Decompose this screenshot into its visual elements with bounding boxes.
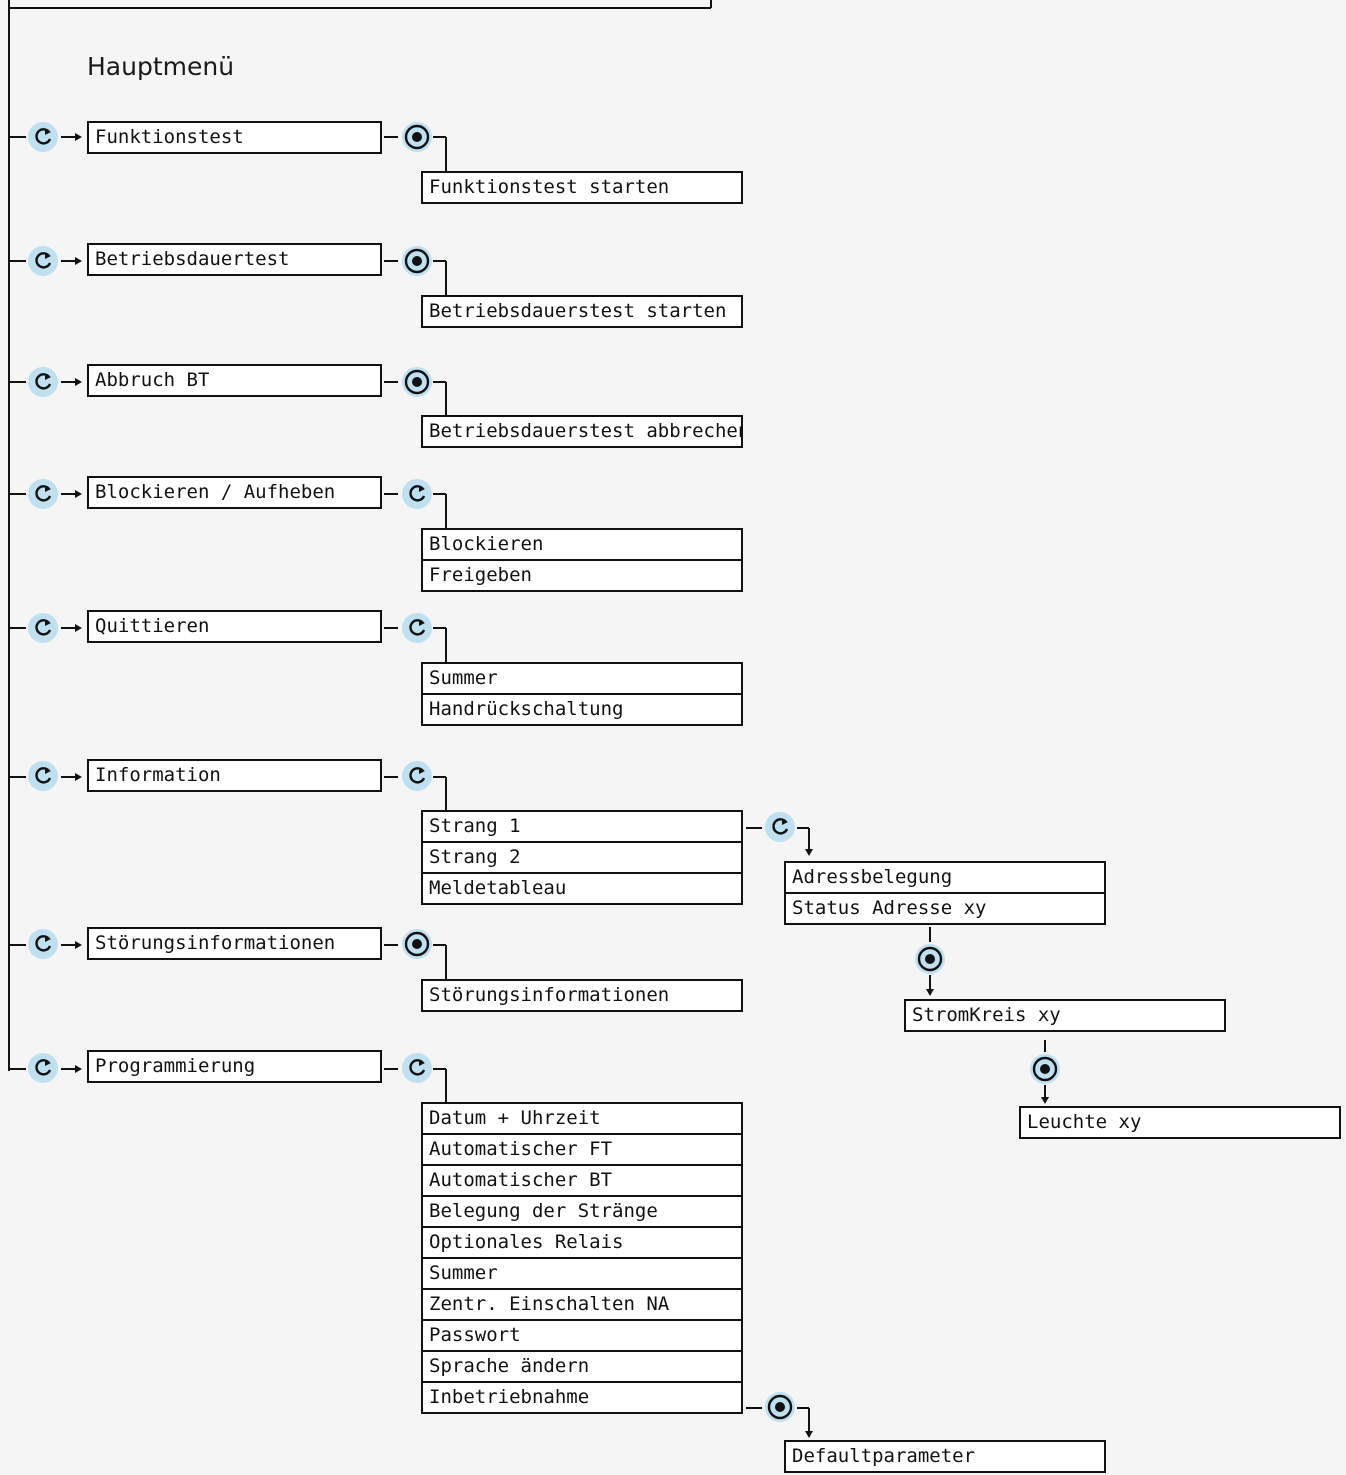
- submenu-item[interactable]: Störungsinformationen: [421, 979, 743, 1012]
- submenu-item[interactable]: Automatischer BT: [421, 1164, 743, 1197]
- select-icon[interactable]: [402, 367, 432, 397]
- submenu-item[interactable]: Inbetriebnahme: [421, 1381, 743, 1414]
- rotate-icon[interactable]: [28, 929, 58, 959]
- rotate-icon[interactable]: [28, 479, 58, 509]
- submenu-item[interactable]: Summer: [421, 1257, 743, 1290]
- menu-item-blockieren[interactable]: Blockieren / Aufheben: [87, 476, 382, 509]
- menu-item-information[interactable]: Information: [87, 759, 382, 792]
- submenu-item[interactable]: Sprache ändern: [421, 1350, 743, 1383]
- menu-item-programmierung[interactable]: Programmierung: [87, 1050, 382, 1083]
- submenu-blockieren: Blockieren Freigeben: [421, 528, 743, 592]
- submenu-item[interactable]: Summer: [421, 662, 743, 695]
- rotate-icon[interactable]: [402, 479, 432, 509]
- submenu-abbruch-bt: Betriebsdauerstest abbrechen: [421, 415, 743, 448]
- submenu-item[interactable]: Funktionstest starten: [421, 171, 743, 204]
- menu-item-stoerungsinformationen[interactable]: Störungsinformationen: [87, 927, 382, 960]
- rotate-icon[interactable]: [402, 761, 432, 791]
- submenu-item[interactable]: Status Adresse xy: [784, 892, 1106, 925]
- select-icon[interactable]: [915, 944, 945, 974]
- submenu-item[interactable]: Strang 1: [421, 810, 743, 843]
- select-icon[interactable]: [402, 122, 432, 152]
- menu-item-abbruch-bt[interactable]: Abbruch BT: [87, 364, 382, 397]
- submenu-item[interactable]: Meldetableau: [421, 872, 743, 905]
- page-title: Hauptmenü: [87, 52, 235, 81]
- submenu-strang: Adressbelegung Status Adresse xy: [784, 861, 1106, 925]
- rotate-icon[interactable]: [28, 122, 58, 152]
- rotate-icon[interactable]: [765, 812, 795, 842]
- select-icon[interactable]: [1030, 1054, 1060, 1084]
- submenu-item[interactable]: Adressbelegung: [784, 861, 1106, 894]
- menu-item-betriebsdauertest[interactable]: Betriebsdauertest: [87, 243, 382, 276]
- submenu-item[interactable]: Datum + Uhrzeit: [421, 1102, 743, 1135]
- submenu-item[interactable]: Betriebsdauerstest starten: [421, 295, 743, 328]
- rotate-icon[interactable]: [28, 246, 58, 276]
- submenu-item[interactable]: Zentr. Einschalten NA: [421, 1288, 743, 1321]
- rotate-icon[interactable]: [28, 367, 58, 397]
- select-icon[interactable]: [402, 246, 432, 276]
- submenu-item[interactable]: Freigeben: [421, 559, 743, 592]
- rotate-icon[interactable]: [402, 613, 432, 643]
- rotate-icon[interactable]: [402, 1053, 432, 1083]
- submenu-programmierung: Datum + Uhrzeit Automatischer FT Automat…: [421, 1102, 743, 1414]
- submenu-information: Strang 1 Strang 2 Meldetableau: [421, 810, 743, 905]
- submenu-defaultparameter[interactable]: Defaultparameter: [784, 1440, 1106, 1473]
- submenu-item[interactable]: Automatischer FT: [421, 1133, 743, 1166]
- submenu-item[interactable]: Handrückschaltung: [421, 693, 743, 726]
- rotate-icon[interactable]: [28, 1053, 58, 1083]
- submenu-item[interactable]: Betriebsdauerstest abbrechen: [421, 415, 743, 448]
- rotate-icon[interactable]: [28, 613, 58, 643]
- select-icon[interactable]: [765, 1392, 795, 1422]
- submenu-betriebsdauertest: Betriebsdauerstest starten: [421, 295, 743, 328]
- menu-item-funktionstest[interactable]: Funktionstest: [87, 121, 382, 154]
- submenu-item[interactable]: Blockieren: [421, 528, 743, 561]
- submenu-quittieren: Summer Handrückschaltung: [421, 662, 743, 726]
- submenu-item[interactable]: Belegung der Stränge: [421, 1195, 743, 1228]
- rotate-icon[interactable]: [28, 761, 58, 791]
- select-icon[interactable]: [402, 929, 432, 959]
- menu-item-quittieren[interactable]: Quittieren: [87, 610, 382, 643]
- submenu-item[interactable]: Strang 2: [421, 841, 743, 874]
- submenu-stromkreis[interactable]: StromKreis xy: [904, 999, 1226, 1032]
- submenu-leuchte[interactable]: Leuchte xy: [1019, 1106, 1341, 1139]
- submenu-item[interactable]: Passwort: [421, 1319, 743, 1352]
- submenu-funktionstest: Funktionstest starten: [421, 171, 743, 204]
- submenu-item[interactable]: Optionales Relais: [421, 1226, 743, 1259]
- submenu-stoerungsinformationen: Störungsinformationen: [421, 979, 743, 1012]
